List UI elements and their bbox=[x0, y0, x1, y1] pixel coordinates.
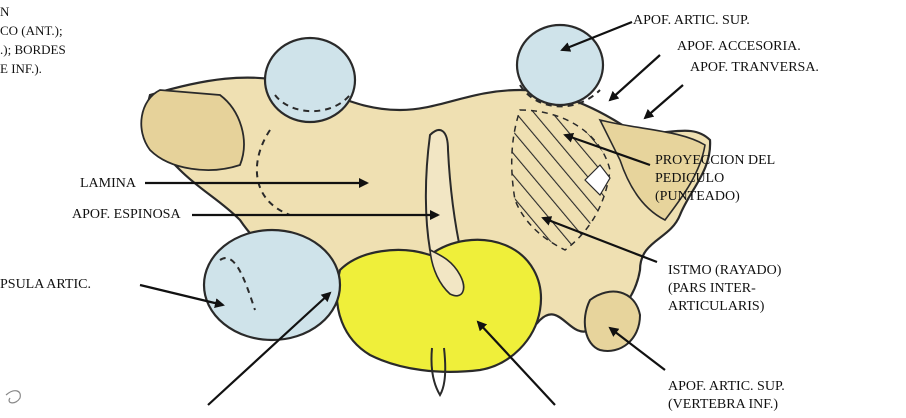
arrow-apof-accesoria bbox=[610, 55, 660, 100]
label-apof-accesoria: APOF. ACCESORIA. bbox=[677, 38, 801, 56]
left-superior-facet bbox=[265, 38, 355, 122]
label-proyeccion-line-2: PEDICULO bbox=[655, 170, 775, 188]
label-apof-artic-sup-inf-line-1: APOF. ARTIC. SUP. bbox=[668, 378, 785, 396]
top-note-line-2: CO (ANT.); bbox=[0, 21, 66, 40]
label-istmo-line-3: ARTICULARIS) bbox=[668, 298, 781, 316]
top-note-line-1: N bbox=[0, 2, 66, 21]
arrow-apof-tranversa bbox=[645, 85, 683, 118]
label-istmo-line-1: ISTMO (RAYADO) bbox=[668, 262, 781, 280]
label-proyeccion-line-1: PROYECCION DEL bbox=[655, 152, 775, 170]
right-inferior-articular bbox=[585, 292, 640, 351]
top-note-line-3: .); BORDES bbox=[0, 40, 66, 59]
label-istmo-line-2: (PARS INTER- bbox=[668, 280, 781, 298]
label-proyeccion-line-3: (PUNTEADO) bbox=[655, 188, 775, 206]
label-lamina: LAMINA bbox=[80, 175, 136, 193]
label-istmo: ISTMO (RAYADO) (PARS INTER- ARTICULARIS) bbox=[668, 262, 781, 316]
label-apof-tranversa: APOF. TRANVERSA. bbox=[690, 59, 819, 77]
left-inferior-capsule bbox=[204, 230, 340, 340]
top-note-line-4: E INF.). bbox=[0, 59, 66, 78]
right-superior-facet bbox=[517, 25, 603, 105]
corner-scribble bbox=[6, 391, 20, 403]
label-proyeccion: PROYECCION DEL PEDICULO (PUNTEADO) bbox=[655, 152, 775, 206]
label-capsula: PSULA ARTIC. bbox=[0, 276, 91, 294]
label-apof-artic-sup-inf: APOF. ARTIC. SUP. (VERTEBRA INF.) bbox=[668, 378, 785, 414]
label-apof-espinosa: APOF. ESPINOSA bbox=[72, 206, 181, 224]
label-apof-artic-sup: APOF. ARTIC. SUP. bbox=[633, 12, 750, 30]
left-lamina-wing bbox=[141, 90, 244, 170]
top-note-text: N CO (ANT.); .); BORDES E INF.). bbox=[0, 2, 66, 78]
label-apof-artic-sup-inf-line-2: (VERTEBRA INF.) bbox=[668, 396, 785, 414]
